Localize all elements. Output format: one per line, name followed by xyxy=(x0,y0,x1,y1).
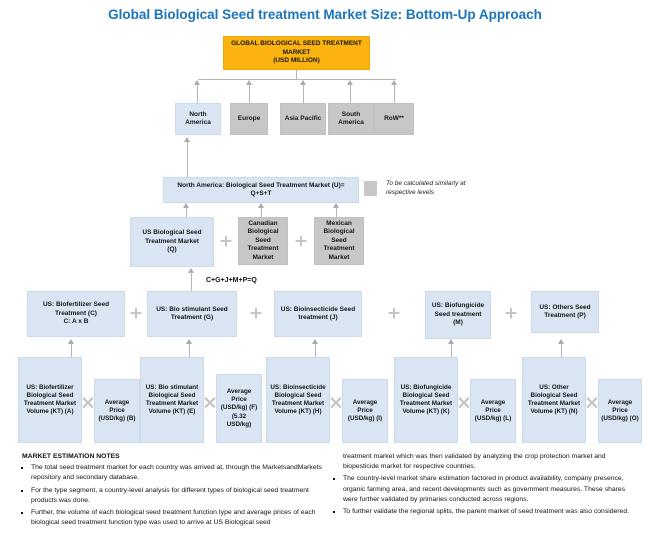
price-box-others: Average Price (USD/kg) (O) xyxy=(598,379,642,443)
arrow-up-icon xyxy=(333,203,340,217)
volume-box-biofungicide: US: Biofungicide Biological Seed Treatme… xyxy=(394,357,458,443)
segment-box-biofungicide: US: Biofungicide Seed treatment (M) xyxy=(425,291,491,339)
arrow-up-icon xyxy=(246,80,253,103)
market-estimation-notes-left: MARKET ESTIMATION NOTES The total seed t… xyxy=(22,452,330,530)
volume-box-biostimulant: US: Bio stimulant Biological Seed Treatm… xyxy=(140,357,204,443)
volume-box-bioinsecticide: US: Bioinsecticide Biological Seed Treat… xyxy=(266,357,330,443)
na-market-box: North America: Biological Seed Treatment… xyxy=(163,177,359,203)
arrow-up-icon xyxy=(194,80,201,103)
note-item: To further validate the regional splits,… xyxy=(343,507,640,517)
arrow-up-icon xyxy=(188,268,195,291)
region-box-north-america: North America xyxy=(175,103,221,135)
plus-operator: + xyxy=(128,303,144,324)
arrow-up-icon xyxy=(68,339,75,357)
note-item: Further, the volume of each biological s… xyxy=(31,508,330,528)
arrow-up-icon xyxy=(186,339,193,357)
arrow-up-icon xyxy=(448,339,455,357)
arrow-up-icon xyxy=(312,339,319,357)
arrow-up-icon xyxy=(184,137,191,177)
connector-line xyxy=(198,79,396,80)
price-box-bioinsecticide: Average Price (USD/kg) (I) xyxy=(342,379,388,443)
plus-operator: + xyxy=(218,231,234,252)
arrow-up-icon xyxy=(183,203,190,217)
page-title: Global Biological Seed treatment Market … xyxy=(108,7,542,22)
us-market-box: US Biological Seed Treatment Market (Q) xyxy=(130,217,214,267)
mexico-market-box: Mexican Biological Seed Treatment Market xyxy=(314,217,364,265)
volume-box-others: US: Other Biological Seed Treatment Mark… xyxy=(522,357,586,443)
arrow-up-icon xyxy=(391,80,398,103)
arrow-up-icon xyxy=(258,203,265,217)
price-box-biofertilizer: Average Price (USD/kg) (B) xyxy=(94,379,140,443)
plus-operator: + xyxy=(293,231,309,252)
segment-box-bioinsecticide: US: Bioinsecticide Seed treatment (J) xyxy=(274,291,362,337)
legend-note: To be calculated similarly at respective… xyxy=(386,180,466,197)
note-item: The country-level market share estimatio… xyxy=(343,474,640,505)
canada-market-box: Canadian Biological Seed Treatment Marke… xyxy=(238,217,288,265)
notes-heading: MARKET ESTIMATION NOTES xyxy=(22,453,120,460)
plus-operator: + xyxy=(503,303,519,324)
global-market-box: GLOBAL BIOLOGICAL SEED TREATMENT MARKET … xyxy=(223,36,370,70)
arrow-up-icon xyxy=(300,80,307,103)
sum-formula: C+G+J+M+P=Q xyxy=(206,277,257,284)
multiply-operator: × xyxy=(202,391,218,414)
plus-operator: + xyxy=(386,303,402,324)
arrow-up-icon xyxy=(347,80,354,103)
multiply-operator: × xyxy=(584,391,600,414)
region-box-europe: Europe xyxy=(230,103,268,135)
note-item: The total seed treatment market for each… xyxy=(31,463,330,483)
segment-box-biofertilizer: US: Biofertilizer Seed Treatment (C) C: … xyxy=(27,291,125,337)
multiply-operator: × xyxy=(328,391,344,414)
region-box-row: RoW** xyxy=(374,103,414,135)
arrow-up-icon xyxy=(558,339,565,357)
segment-box-others: US: Others Seed Treatment (P) xyxy=(531,291,599,333)
segment-box-biostimulant: US: Bio stimulant Seed Treatment (G) xyxy=(147,291,237,337)
plus-operator: + xyxy=(248,303,264,324)
volume-box-biofertilizer: US: Biofertilizer Biological Seed Treatm… xyxy=(18,357,82,443)
note-continuation: treatment market which was then validate… xyxy=(343,453,606,471)
multiply-operator: × xyxy=(80,391,96,414)
legend-swatch-icon xyxy=(364,181,377,196)
note-item: For the type segment, a country-level an… xyxy=(31,486,330,506)
region-box-asia-pacific: Asia Pacific xyxy=(280,103,326,135)
market-estimation-notes-right: treatment market which was then validate… xyxy=(334,452,640,519)
connector-line xyxy=(296,70,297,79)
price-box-biostimulant: Average Price (USD/kg) (F) (5.32 USD/kg) xyxy=(216,374,262,443)
price-box-biofungicide: Average Price (USD/kg) (L) xyxy=(470,379,516,443)
multiply-operator: × xyxy=(456,391,472,414)
region-box-south-america: South America xyxy=(328,103,374,135)
